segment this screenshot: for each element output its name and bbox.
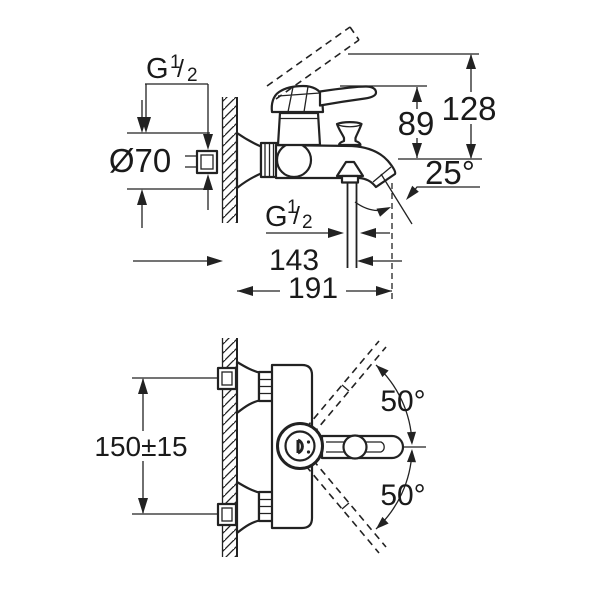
dim-lever-raised-128: 128 (348, 53, 497, 160)
dim-swing-upper-50: 50° (375, 364, 426, 448)
label-spout-thread-slash: / (293, 202, 300, 230)
dim-escutcheon-diameter: Ø70 (109, 100, 210, 228)
label-escutcheon-diameter: Ø70 (109, 142, 171, 179)
label-wall-thread-numerator: 1 (170, 52, 181, 73)
lever-swing-up-dashed (305, 340, 387, 435)
label-wall-thread-letter: G (146, 53, 169, 85)
label-swing-upper: 50° (380, 385, 425, 418)
dim-wall-thread: G 1 / 2 (141, 52, 213, 210)
shower-outlet-pipe (346, 182, 358, 268)
diverter-knob (335, 121, 363, 147)
label-swing-lower: 50° (380, 479, 425, 512)
escutcheon-cone-side (235, 131, 263, 190)
supply-pipe-stub (185, 155, 197, 168)
label-spout-thread-denominator: 2 (302, 212, 313, 233)
dim-spout-angle-25: 25° (354, 154, 480, 225)
center-hub (276, 422, 324, 470)
upper-escutcheon (235, 360, 275, 415)
dim-lever-height-89: 89 (340, 85, 435, 158)
label-lever-height: 89 (398, 105, 435, 142)
shower-outlet-cone (335, 160, 365, 268)
hub-keyway-mark (296, 438, 304, 455)
dim-overall-depth-191: 191 (237, 183, 393, 305)
label-spout-thread-numerator: 1 (287, 197, 298, 218)
label-wall-thread-slash: / (177, 55, 184, 83)
upper-union-fitting (216, 366, 238, 391)
label-wall-thread-denominator: 2 (187, 65, 198, 86)
label-lever-raised-height: 128 (441, 90, 496, 127)
dim-swing-lower-50: 50° (375, 449, 426, 530)
lever-swing-down-dashed (305, 459, 387, 554)
union-nut-side (259, 141, 279, 179)
lower-escutcheon (235, 480, 275, 535)
top-view: G 1 / 2 Ø70 89 128 (109, 26, 497, 305)
dim-spout-reach-143: 143 (133, 244, 402, 277)
label-spout-angle: 25° (425, 154, 475, 191)
lever-handle-front (320, 434, 405, 460)
label-inlet-spacing: 150±15 (94, 431, 187, 462)
label-spout-thread-letter: G (265, 201, 288, 233)
cold-indicator-dot (306, 450, 311, 454)
lower-union-fitting (216, 502, 238, 527)
lever-hole (342, 434, 368, 460)
cartridge-tower (276, 111, 322, 147)
lever-raised-dashed (266, 26, 360, 100)
lever-handle-dome (270, 84, 325, 114)
label-spout-reach: 143 (269, 244, 319, 277)
hot-indicator-dot (306, 440, 311, 444)
wall-section-side (221, 97, 238, 223)
dim-inlet-spacing-150: 150±15 (94, 377, 217, 515)
wall-union-fitting (195, 149, 219, 175)
lever-arm-side (318, 85, 378, 107)
dim-spout-thread: G 1 / 2 (265, 197, 390, 238)
front-view: 150±15 50° 50° (94, 338, 426, 557)
cartridge-housing-circle (275, 141, 313, 179)
label-overall-depth: 191 (288, 272, 338, 305)
